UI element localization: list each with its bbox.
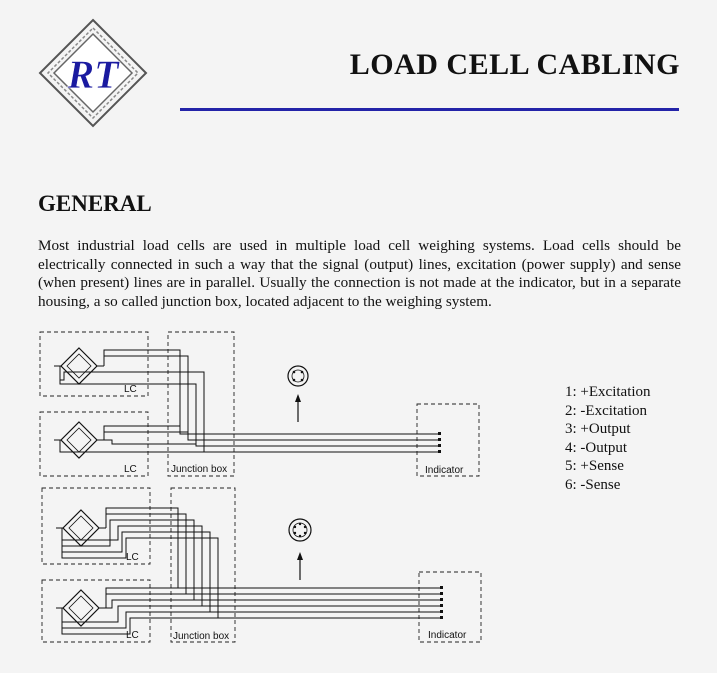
connector-6pin-icon (288, 518, 312, 580)
lc-label: LC (126, 630, 139, 641)
indicator-label: Indicator (428, 630, 467, 641)
legend-item: 5: +Sense (565, 458, 624, 475)
lc-label: LC (126, 552, 139, 563)
legend-item: 6: -Sense (565, 476, 621, 493)
pin-legend: 1: +Excitation 2: -Excitation 3: +Output… (565, 383, 651, 495)
page-title: LOAD CELL CABLING (349, 48, 680, 81)
wires-bottom (61, 507, 442, 635)
rt-logo: RT (38, 18, 148, 128)
section-body: Most industrial load cells are used in m… (38, 237, 681, 310)
lc-label: LC (124, 384, 137, 395)
lc-box (39, 331, 149, 397)
legend-item: 2: -Excitation (565, 402, 648, 419)
lc-box (41, 579, 151, 643)
wiring-diagram: LC LC Junction box Indicator LC LC Junct… (39, 331, 482, 643)
logo-text: RT (66, 52, 120, 97)
indicator-label: Indicator (425, 465, 464, 476)
legend-item: 1: +Excitation (565, 384, 651, 400)
junction-box-label: Junction box (173, 631, 229, 642)
legend-item: 3: +Output (565, 421, 631, 438)
legend-item: 4: -Output (565, 439, 628, 456)
section-heading: GENERAL (38, 191, 152, 216)
wires-top (59, 349, 440, 453)
junction-box-label: Junction box (171, 464, 227, 475)
junction-box (167, 331, 235, 477)
junction-box (170, 487, 236, 643)
lc-box (41, 487, 151, 565)
lc-label: LC (124, 464, 137, 475)
indicator-box (418, 571, 482, 643)
title-rule (180, 108, 679, 111)
connector-4pin-icon (287, 365, 309, 422)
